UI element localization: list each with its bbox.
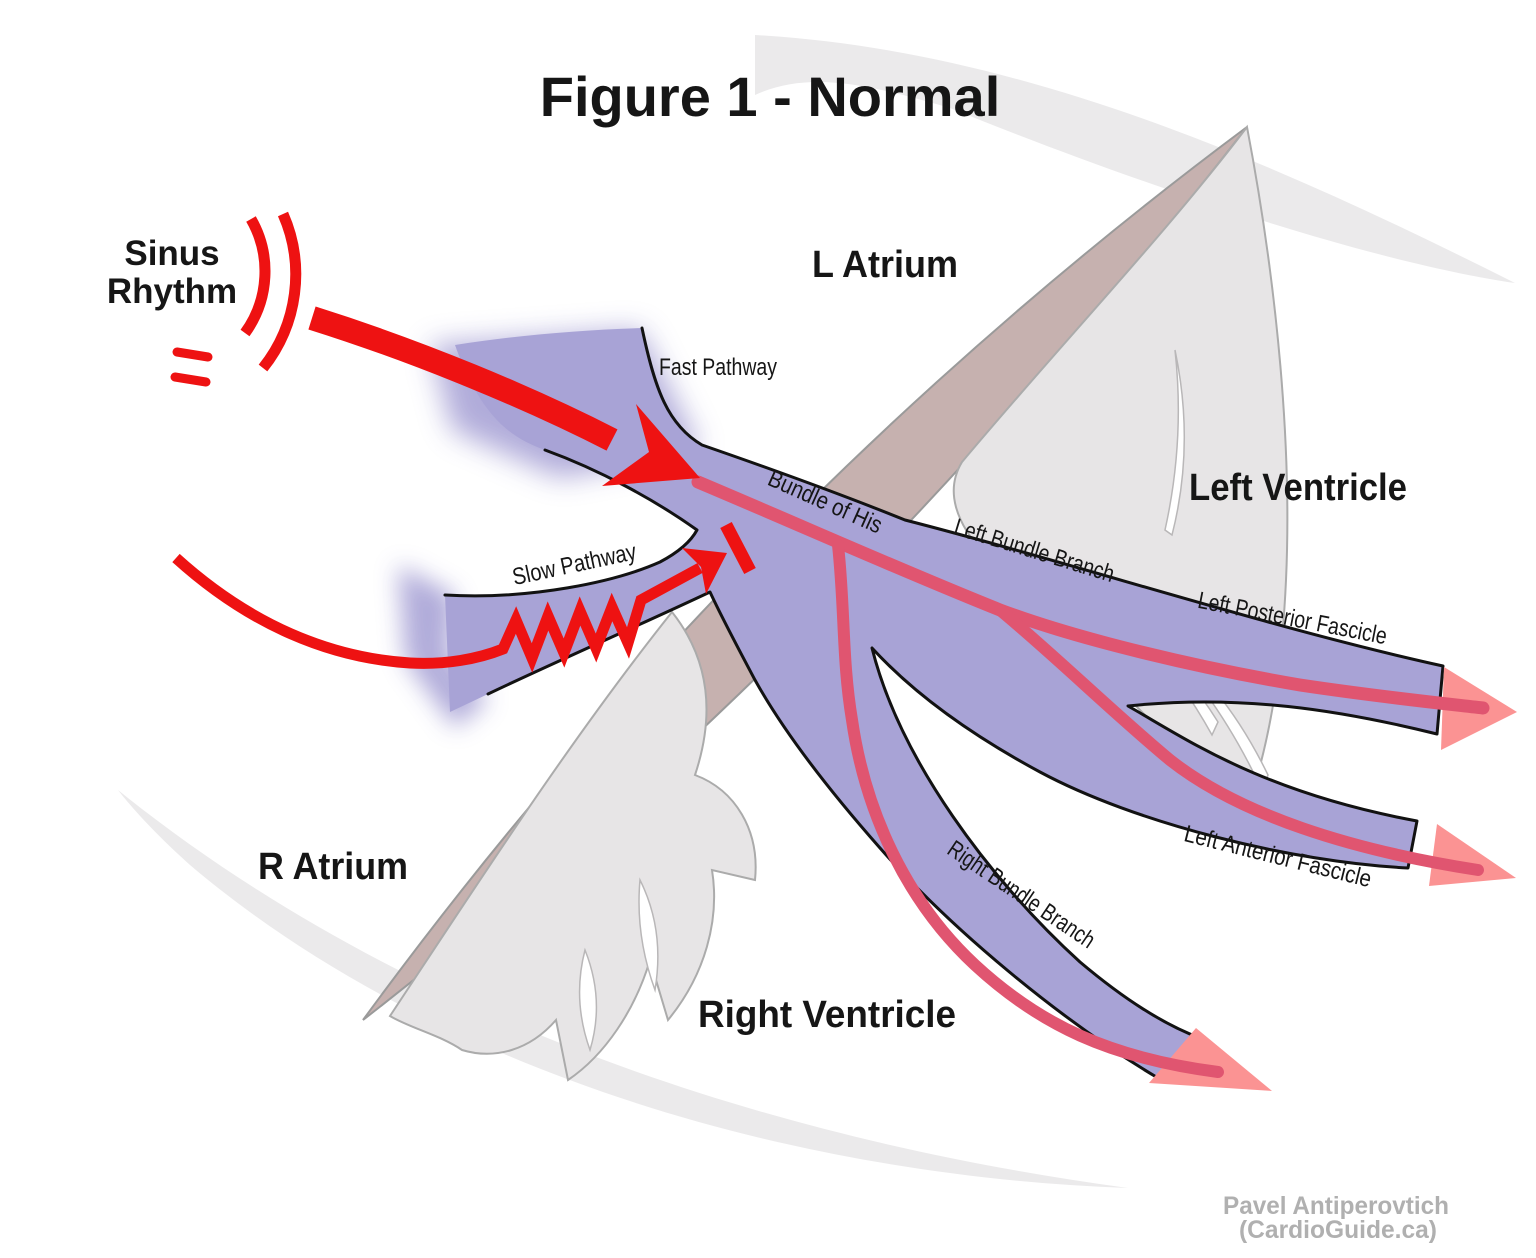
slow-pathway-arrowhead [682, 548, 727, 594]
trabecula-spike [638, 877, 659, 993]
fast-pathway-label: Fast Pathway [659, 354, 777, 381]
fast-pathway-arrow [308, 306, 700, 486]
right-bundle-pink-line [832, 539, 1224, 1078]
trabecula-spike [1164, 349, 1185, 537]
slow-pathway-zigzag [172, 553, 703, 673]
sinus-rhythm-label-line2: Rhythm [107, 272, 237, 311]
heart-outline-ghost-top-right [755, 35, 1515, 283]
r-atrium-label: R Atrium [258, 846, 408, 888]
left-ventricle-label: Left Ventricle [1189, 467, 1407, 509]
slow-pathway-signal [172, 521, 756, 673]
l-atrium-label: L Atrium [812, 244, 958, 286]
left-anterior-fascicle-arrowhead [1429, 824, 1516, 886]
right-bundle-branch-arrowhead [1149, 1028, 1272, 1091]
his-left-bundle-pink-line [691, 475, 1490, 715]
right-ventricle-wall [388, 610, 757, 1082]
sinus-rhythm-arcs [170, 211, 302, 387]
conduction-system-body [445, 328, 1443, 1078]
right-ventricle-label: Right Ventricle [698, 994, 956, 1036]
sinus-rhythm-label-line1: Sinus [124, 234, 219, 273]
attribution-line1: Pavel Antiperovtich [1223, 1192, 1449, 1220]
left-anterior-fascicle-pink-line [994, 604, 1484, 876]
slow-pathway-block-bar [720, 521, 756, 575]
attribution-line2: (CardioGuide.ca) [1239, 1216, 1437, 1244]
figure-title: Figure 1 - Normal [540, 65, 1001, 128]
trabecula-spike [578, 947, 598, 1053]
